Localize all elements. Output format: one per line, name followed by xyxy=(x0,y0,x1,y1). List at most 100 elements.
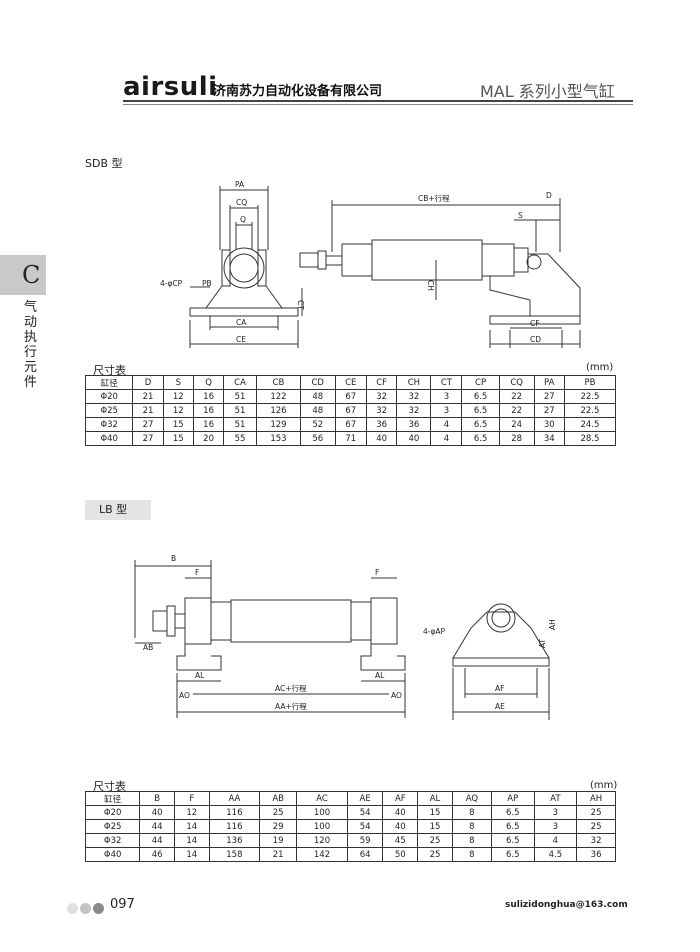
table-cell: 4 xyxy=(430,417,463,432)
dim-ct: CT xyxy=(296,300,305,310)
table-cell: 40 xyxy=(396,431,432,446)
table-cell: 71 xyxy=(334,431,368,446)
table-cell: 40 xyxy=(139,805,175,820)
table-cell: 55 xyxy=(223,431,257,446)
table-cell: 32 xyxy=(396,403,432,418)
dot-light xyxy=(67,903,78,914)
table-cell: 4 xyxy=(533,833,578,848)
table-header-cell: AE xyxy=(346,791,384,806)
chapter-tab: C xyxy=(0,255,46,295)
table-cell: 24 xyxy=(498,417,535,432)
table-cell: 12 xyxy=(173,805,210,820)
table-cell: 40 xyxy=(366,431,398,446)
table-cell: 25 xyxy=(576,819,616,834)
table-cell: Φ40 xyxy=(84,431,134,446)
dim-ca: CA xyxy=(236,318,247,327)
dim-ao-right: AO xyxy=(391,691,402,700)
table-cell: 6.5 xyxy=(490,833,535,848)
table-header-cell: D xyxy=(132,375,164,390)
dim-at: AT xyxy=(538,638,547,648)
table-cell: 4.5 xyxy=(533,847,578,862)
dim-ab: AB xyxy=(143,643,153,652)
table-cell: 64 xyxy=(346,847,384,862)
table-cell: 59 xyxy=(346,833,384,848)
table-cell: 24.5 xyxy=(563,417,617,432)
dim-b: B xyxy=(171,554,176,563)
header-rule xyxy=(123,100,633,102)
table-cell: Φ20 xyxy=(84,389,134,404)
table-cell: 67 xyxy=(334,389,368,404)
table-header-cell: CA xyxy=(223,375,257,390)
table-cell: 25 xyxy=(417,833,453,848)
table-header-cell: AF xyxy=(382,791,419,806)
table-cell: 21 xyxy=(132,389,164,404)
dim-s: S xyxy=(518,211,523,220)
table-cell: Φ25 xyxy=(84,403,134,418)
table-cell: 15 xyxy=(417,819,453,834)
table-cell: 122 xyxy=(255,389,301,404)
dim-pa: PA xyxy=(235,180,245,189)
dim-f-left: F xyxy=(195,568,199,577)
table-cell: Φ40 xyxy=(84,847,141,862)
table-cell: 25 xyxy=(259,805,298,820)
table-cell: 54 xyxy=(346,819,384,834)
table-cell: 51 xyxy=(223,417,257,432)
table-header-cell: CF xyxy=(366,375,398,390)
dim-q: Q xyxy=(240,215,246,224)
dot-dark xyxy=(93,903,104,914)
table-cell: 50 xyxy=(382,847,419,862)
table-cell: 3 xyxy=(430,403,463,418)
dim-ap: 4-φAP xyxy=(423,627,446,636)
table-cell: 126 xyxy=(255,403,301,418)
table-cell: 120 xyxy=(296,833,348,848)
table-cell: 22.5 xyxy=(563,403,617,418)
table-cell: 12 xyxy=(162,389,194,404)
dim-al-right: AL xyxy=(375,671,385,680)
table-header-cell: S xyxy=(162,375,194,390)
table-header-cell: Q xyxy=(192,375,225,390)
table-header-cell: CP xyxy=(461,375,500,390)
company-name: 济南苏力自动化设备有限公司 xyxy=(213,84,383,99)
dim-d: D xyxy=(546,191,552,200)
lb-unit: (mm) xyxy=(590,780,618,791)
table-cell: 136 xyxy=(208,833,261,848)
table-header-cell: F xyxy=(173,791,210,806)
series-title: MAL 系列小型气缸 xyxy=(480,82,615,101)
table-header-cell: CT xyxy=(430,375,463,390)
chapter-title: 气动执行元件 xyxy=(24,300,38,390)
table-cell: 14 xyxy=(173,819,210,834)
table-header-cell: AQ xyxy=(451,791,492,806)
table-cell: 8 xyxy=(451,833,492,848)
table-cell: 153 xyxy=(255,431,301,446)
table-cell: 56 xyxy=(299,431,336,446)
dim-ah: AH xyxy=(548,619,557,630)
table-cell: 67 xyxy=(334,403,368,418)
table-cell: 48 xyxy=(299,389,336,404)
table-cell: 8 xyxy=(451,819,492,834)
table-cell: 32 xyxy=(576,833,616,848)
table-header-cell: AP xyxy=(490,791,535,806)
table-cell: 34 xyxy=(533,431,565,446)
table-cell: Φ32 xyxy=(84,833,141,848)
table-cell: 4 xyxy=(430,431,463,446)
table-cell: 48 xyxy=(299,403,336,418)
table-cell: 30 xyxy=(533,417,565,432)
page-dots xyxy=(67,899,106,918)
table-cell: 36 xyxy=(576,847,616,862)
table-cell: Φ20 xyxy=(84,805,141,820)
sdb-drawing: PA CQ Q 4-φCP PB CA CE CT CB+行程 D S CH C… xyxy=(160,180,581,348)
table-cell: 27 xyxy=(132,417,164,432)
dim-ce: CE xyxy=(236,335,246,344)
table-cell: 6.5 xyxy=(490,805,535,820)
table-cell: 16 xyxy=(192,417,225,432)
table-cell: 19 xyxy=(259,833,298,848)
table-cell: 12 xyxy=(162,403,194,418)
table-cell: 15 xyxy=(162,431,194,446)
